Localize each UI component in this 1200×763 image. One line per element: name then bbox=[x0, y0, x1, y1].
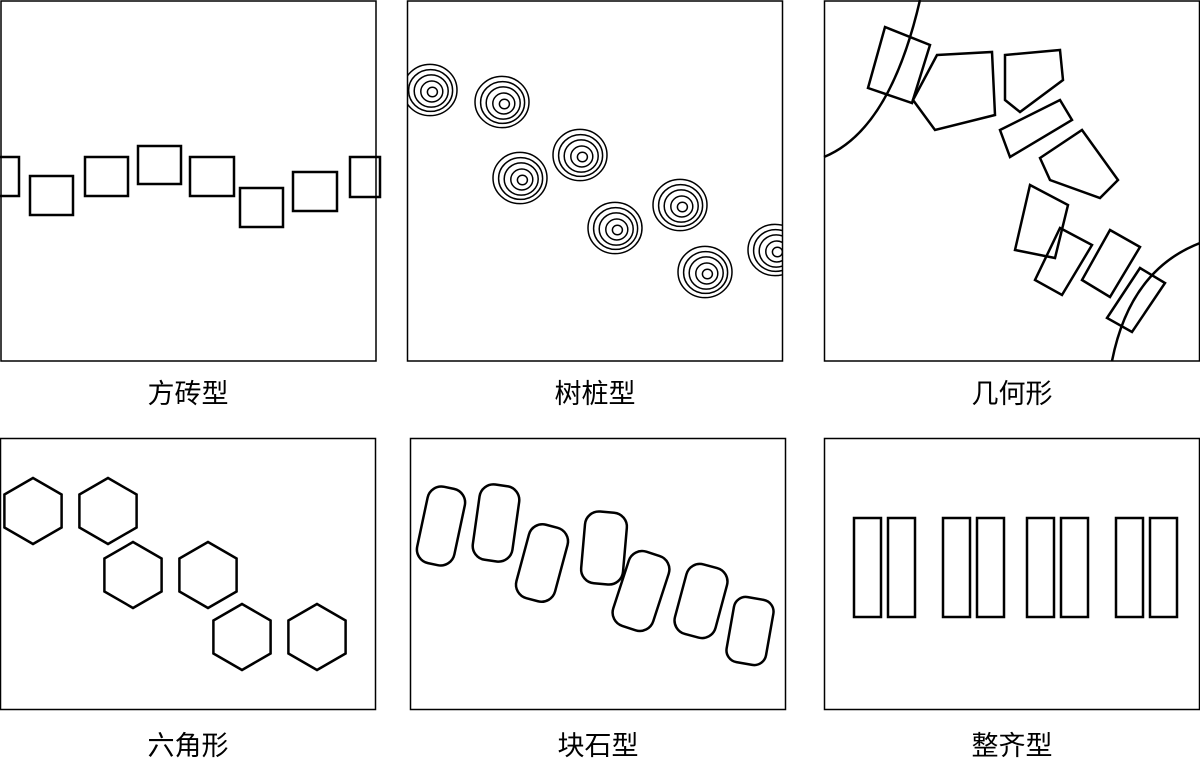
stump-ring bbox=[657, 183, 704, 228]
stump-ring bbox=[677, 245, 733, 299]
label-tree-stumps: 树桩型 bbox=[554, 379, 636, 410]
stump-ring bbox=[485, 86, 521, 120]
panel-square-bricks bbox=[0, 0, 382, 362]
panel-regular-rectangles bbox=[823, 437, 1200, 711]
stump-ring bbox=[652, 178, 708, 232]
label-block-stones: 块石型 bbox=[557, 731, 639, 762]
panel-tree-stumps bbox=[406, 0, 784, 362]
stump-ring bbox=[498, 98, 511, 110]
stump-ring bbox=[695, 262, 719, 285]
stump-ring bbox=[688, 256, 724, 290]
stump-ring bbox=[570, 145, 594, 168]
stump-ring bbox=[408, 63, 458, 117]
stump-ring bbox=[758, 234, 782, 268]
stump-ring bbox=[752, 228, 782, 273]
stump-ring bbox=[552, 128, 608, 182]
label-square-bricks: 方砖型 bbox=[147, 379, 229, 410]
stump-ring bbox=[587, 201, 643, 255]
stump-ring bbox=[771, 246, 782, 258]
label-regular-rectangles: 整齐型 bbox=[971, 731, 1053, 762]
panel-block-stones bbox=[409, 437, 787, 711]
stump-ring bbox=[557, 133, 604, 178]
stump-ring bbox=[663, 189, 699, 223]
hexagon-stone bbox=[212, 602, 272, 672]
stump-ring bbox=[747, 223, 782, 277]
stump-ring bbox=[408, 68, 454, 113]
stump-ring bbox=[605, 218, 629, 241]
stump-ring bbox=[592, 206, 639, 251]
label-hexagons: 六角形 bbox=[147, 731, 229, 762]
stump-ring bbox=[670, 195, 694, 218]
stump-ring bbox=[765, 240, 782, 263]
stump-ring bbox=[420, 80, 444, 103]
stump-ring bbox=[510, 168, 534, 191]
stump-ring bbox=[611, 224, 624, 236]
stump-ring bbox=[682, 250, 729, 295]
hexagon-stone bbox=[3, 476, 63, 546]
hexagon-stone bbox=[103, 540, 163, 610]
hexagon-stone bbox=[178, 540, 238, 610]
stump-ring bbox=[474, 75, 530, 129]
hexagon-stone bbox=[78, 476, 138, 546]
stump-ring bbox=[576, 151, 589, 163]
stump-ring bbox=[516, 174, 529, 186]
stump-ring bbox=[492, 151, 548, 205]
stump-ring bbox=[701, 268, 714, 280]
stump-ring bbox=[497, 156, 544, 201]
hexagon-stone bbox=[287, 602, 347, 672]
stump-ring bbox=[479, 80, 526, 125]
panel-hexagons bbox=[0, 437, 377, 711]
stump-ring bbox=[563, 139, 599, 173]
stump-ring bbox=[676, 201, 689, 213]
stump-ring bbox=[426, 86, 439, 98]
stump-ring bbox=[503, 162, 539, 196]
stump-ring bbox=[492, 92, 516, 115]
stump-ring bbox=[598, 212, 634, 246]
panel-geometric bbox=[823, 0, 1200, 362]
label-geometric: 几何形 bbox=[971, 379, 1053, 410]
stump-ring bbox=[413, 74, 449, 108]
